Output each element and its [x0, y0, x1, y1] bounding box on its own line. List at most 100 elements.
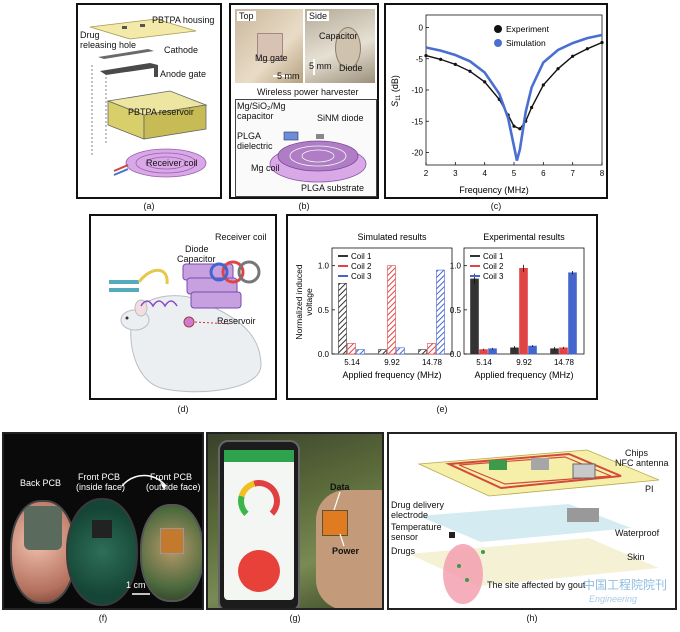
patch-exploded-view [409, 449, 660, 604]
panel-f: Back PCB Front PCB (inside face) Front P… [2, 432, 204, 610]
x-tick-label: 4 [482, 169, 487, 178]
y-tick-label: 1.0 [450, 262, 462, 271]
label-chips: Chips [625, 448, 649, 458]
label-cap-1: Mg/SiO₂/Mg [237, 101, 286, 111]
bar-coil-3 [396, 347, 405, 355]
nfc-antenna [445, 452, 622, 490]
legend-marker [494, 25, 502, 33]
data-point [600, 40, 604, 45]
legend-label: Coil 1 [351, 252, 372, 261]
label-front-inside-1: Front PCB [78, 472, 121, 482]
label-gout: The site affected by gout [487, 580, 586, 590]
panel-b: Top Side Mg gate Capacitor 5 mm 5 mm Dio… [229, 3, 379, 199]
back-pcb [10, 500, 76, 604]
label-front-outside-2: (outside face) [146, 482, 201, 492]
transmitter-coil [137, 268, 169, 285]
y-tick-label: 0 [419, 24, 424, 33]
panel-d: Receiver coil Diode Capacitor Reservoir [89, 214, 277, 400]
label-drugs: Drugs [391, 546, 416, 556]
label-skin: Skin [627, 552, 645, 562]
y-label-2: voltage [304, 288, 314, 316]
drug-particle [465, 578, 469, 582]
panel-e: Simulated results Experimental results 0… [286, 214, 598, 400]
x-tick-label: 3 [453, 169, 458, 178]
sim-x-label: Applied frequency (MHz) [342, 370, 441, 380]
label-power: Power [332, 546, 360, 556]
arrow-overlay [121, 474, 167, 595]
y-tick-label: -15 [411, 117, 423, 126]
x-tick-label: 8 [600, 169, 605, 178]
label-reservoir: Reservoir [217, 316, 256, 326]
bar-coil-3 [528, 345, 537, 355]
x-tick-label: 9.92 [384, 358, 400, 367]
harvester-title: Wireless power harvester [257, 87, 359, 97]
drug-release-button[interactable] [238, 550, 280, 592]
label-diode: Diode [185, 244, 209, 254]
label-capacitor: Capacitor [319, 31, 358, 41]
y-tick-label: 0.5 [318, 306, 330, 315]
label-housing: PBTPA housing [152, 15, 215, 25]
bar-coil-1 [338, 283, 347, 355]
label-diode: Diode [339, 63, 363, 73]
panel-g: Data Power [206, 432, 384, 610]
anode-gate-strip [100, 63, 158, 77]
x-axis-label: Frequency (MHz) [459, 185, 529, 195]
chip [531, 458, 549, 470]
label-plga-2: dielectric [237, 141, 273, 151]
label-mg-gate: Mg gate [255, 53, 288, 63]
label-drug: Drug [80, 30, 100, 40]
data-point [585, 47, 589, 51]
label-cap-2: capacitor [237, 111, 274, 121]
smartphone [218, 440, 300, 608]
bar-coil-2 [347, 343, 356, 355]
panel-a: PBTPA housing Drug releasing hole Cathod… [76, 3, 222, 199]
y-axis-label: S11 (dB) [390, 75, 402, 107]
data-point [512, 124, 516, 128]
temperature-sensor [449, 532, 455, 538]
wearable-patch [322, 510, 348, 536]
label-side: Side [307, 11, 330, 21]
mg-coil [277, 140, 359, 172]
series-line-experiment [425, 41, 603, 130]
legend-label: Coil 2 [483, 262, 504, 271]
x-tick-label: 5.14 [476, 358, 492, 367]
photo-side [305, 9, 375, 83]
label-mg-coil: Mg coil [251, 163, 280, 173]
caption-h: (h) [526, 613, 538, 623]
label-scale: 1 cm [126, 580, 146, 590]
chip [572, 463, 596, 479]
receiver-coil [125, 148, 207, 178]
front-pcb-inside [66, 498, 138, 606]
label-waterproof: Waterproof [615, 528, 660, 538]
x-tick-label: 9.92 [516, 358, 532, 367]
bar-coil-1 [418, 349, 427, 355]
caption-g: (g) [289, 613, 301, 623]
photo-top [235, 9, 303, 83]
bar-coil-2 [559, 347, 568, 355]
label-front-outside-1: Front PCB [150, 472, 193, 482]
bar-coil-3 [568, 272, 577, 355]
watermark-cn: 中国工程院院刊 [583, 578, 668, 592]
legend-label: Coil 2 [351, 262, 372, 271]
data-point [424, 54, 428, 58]
data-point [518, 127, 522, 131]
drug-particle [481, 550, 485, 554]
bar-coil-1 [378, 349, 387, 355]
x-tick-label: 7 [570, 169, 575, 178]
caption-d: (d) [177, 404, 189, 414]
housing-layer [89, 18, 197, 40]
label-nfc: NFC antenna [615, 458, 669, 468]
bar-coil-2 [427, 343, 436, 355]
wireless-field [140, 300, 178, 308]
label-front-inside-2: (inside face) [76, 482, 126, 492]
y-tick-label: 1.0 [318, 262, 330, 271]
series-line-simulation [425, 33, 603, 161]
label-data: Data [330, 482, 350, 492]
y-tick-label: 0.0 [318, 350, 330, 359]
label-receiver-coil: Receiver coil [215, 232, 267, 242]
legend-label: Simulation [506, 38, 546, 48]
arrows-g [333, 491, 345, 547]
receiver-coil-array [182, 260, 261, 309]
label-dde-1: Drug delivery [391, 500, 445, 510]
